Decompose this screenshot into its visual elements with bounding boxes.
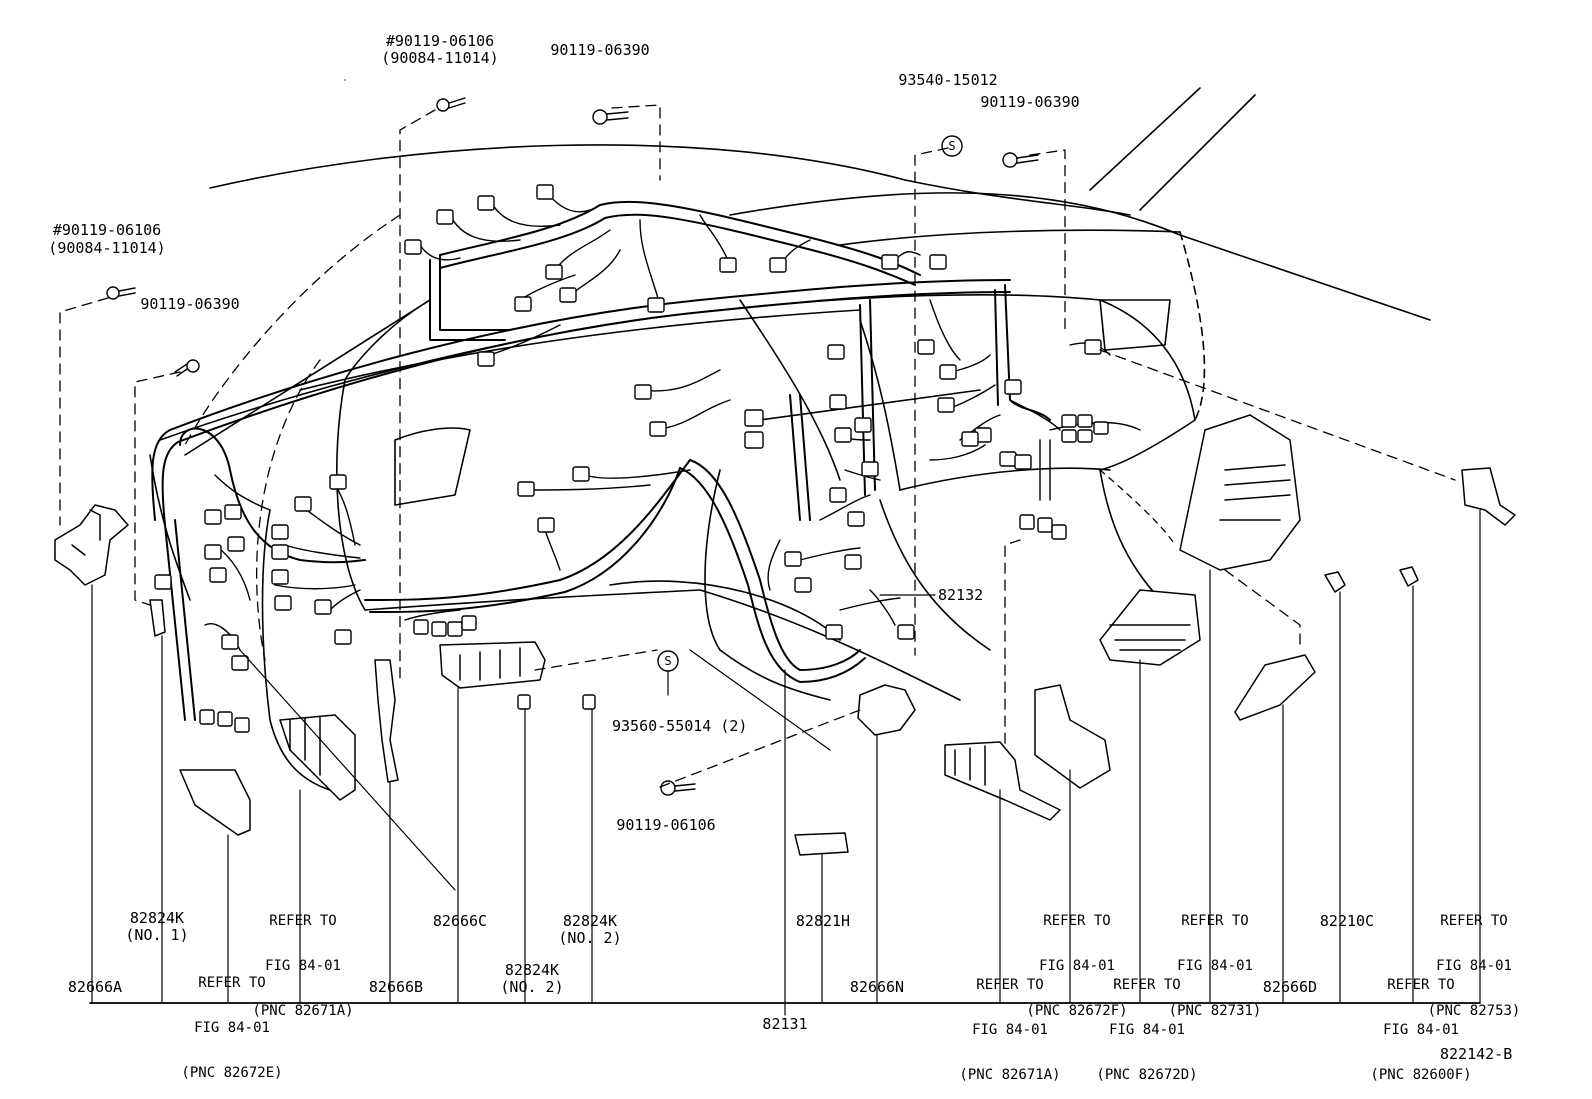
refer-82672F: REFER TO FIG 84-01 (PNC 82672F): [1026, 884, 1127, 1034]
refer-line: REFER TO: [1440, 913, 1508, 929]
clip-82600F: [1399, 566, 1419, 587]
part-82131: 82131: [762, 1015, 808, 1033]
refer-line: REFER TO: [1113, 977, 1181, 993]
part-82824K-no2b-sub: (NO. 2): [500, 978, 564, 996]
callout-clip-top-right: 93540-15012: [898, 71, 998, 89]
bracket-82672F: [1034, 684, 1111, 789]
bolts: [106, 97, 1039, 796]
bracket-82666N: [857, 684, 916, 736]
refer-line: FIG 84-01: [1109, 1022, 1185, 1038]
refer-line: FIG 84-01: [194, 1020, 270, 1036]
block-82671A-left: [279, 714, 356, 801]
dashed-leaders: [59, 79, 1456, 788]
refer-line: (PNC 82731): [1168, 1003, 1262, 1019]
callout-bolt-top-left-b: (90084-11014): [381, 49, 499, 67]
refer-line: REFER TO: [1043, 913, 1111, 929]
callout-bolt-top-left-a: #90119-06106: [385, 32, 495, 50]
refer-line: REFER TO: [976, 977, 1044, 993]
refer-line: (PNC 82753): [1427, 1003, 1521, 1019]
bracket-82666A: [54, 504, 129, 586]
callout-bolt-top-right: 90119-06390: [980, 93, 1080, 111]
callout-harness-82132: 82132: [938, 586, 984, 604]
refer-line: (PNC 82672E): [181, 1065, 283, 1081]
figure-code: 822142-B: [1440, 1045, 1513, 1063]
part-82824K-no2b: 82824K: [504, 961, 560, 979]
wire-harness-82131: [151, 200, 1051, 721]
connectors: [154, 184, 1109, 733]
bracket-82824K-no1: [149, 599, 166, 637]
refer-line: (PNC 82672D): [1096, 1067, 1198, 1083]
refer-line: (PNC 82671A): [252, 1003, 354, 1019]
symbol-s-top: S: [948, 139, 956, 153]
block-82672D: [1099, 589, 1201, 666]
part-82666A: 82666A: [67, 978, 123, 996]
refer-82600F: REFER TO FIG 84-01 (PNC 82600F): [1370, 948, 1471, 1098]
refer-line: FIG 84-01: [1177, 958, 1253, 974]
refer-line: (PNC 82600F): [1370, 1067, 1472, 1083]
callout-bolt-center: 90119-06106: [616, 816, 716, 834]
refer-line: FIG 84-01: [1039, 958, 1115, 974]
part-82666B: 82666B: [368, 978, 424, 996]
callout-bolt-left-mid: 90119-06390: [140, 295, 240, 313]
part-82666D: 82666D: [1262, 978, 1318, 996]
refer-line: FIG 84-01: [972, 1022, 1048, 1038]
refer-line: (PNC 82671A): [959, 1067, 1061, 1083]
callout-bolt-left-b: (90084-11014): [48, 239, 166, 257]
callout-bolt-top-mid: 90119-06390: [550, 41, 650, 59]
block-82672E: [179, 769, 251, 836]
refer-82671A-left: REFER TO FIG 84-01 (PNC 82671A): [252, 884, 353, 1034]
callout-bolt-left-a: #90119-06106: [52, 221, 162, 239]
block-82671A-right: [944, 741, 1061, 821]
refer-82672E: REFER TO FIG 84-01 (PNC 82672E): [181, 946, 282, 1096]
part-82824K-no2a-sub: (NO. 2): [558, 929, 622, 947]
block-82666C: [439, 641, 546, 689]
clip-82210C: [1324, 571, 1346, 593]
bracket-82666B: [374, 659, 399, 783]
refer-82672D: REFER TO FIG 84-01 (PNC 82672D): [1096, 948, 1197, 1098]
refer-line: REFER TO: [269, 913, 337, 929]
part-82824K-no1: 82824K: [129, 909, 185, 927]
part-82821H: 82821H: [795, 912, 851, 930]
part-82824K-no1-sub: (NO. 1): [125, 926, 189, 944]
bracket-82753: [1461, 467, 1516, 526]
bracket-82666D: [1234, 654, 1316, 721]
refer-82753: REFER TO FIG 84-01 (PNC 82753): [1428, 884, 1521, 1034]
refer-line: REFER TO: [1387, 977, 1455, 993]
refer-82671A-right: REFER TO FIG 84-01 (PNC 82671A): [959, 948, 1060, 1098]
brackets-and-blocks: [54, 414, 1516, 856]
refer-line: (PNC 82672F): [1026, 1003, 1128, 1019]
connector-82821H: [794, 832, 849, 856]
refer-line: FIG 84-01: [1436, 958, 1512, 974]
refer-82731: REFER TO FIG 84-01 (PNC 82731): [1169, 884, 1262, 1034]
callout-clip-center: 93560-55014 (2): [612, 717, 748, 735]
part-82210C: 82210C: [1319, 912, 1375, 930]
refer-line: REFER TO: [198, 975, 266, 991]
refer-line: FIG 84-01: [265, 958, 341, 974]
refer-line: FIG 84-01: [1383, 1022, 1459, 1038]
body-outline: [209, 87, 1431, 421]
part-82666C: 82666C: [432, 912, 488, 930]
junction-block-82731: [1179, 414, 1301, 571]
part-82824K-no2a: 82824K: [562, 912, 618, 930]
refer-line: REFER TO: [1181, 913, 1249, 929]
part-82666N: 82666N: [849, 978, 905, 996]
leader-lines: [89, 509, 1481, 1016]
symbol-s-center: S: [664, 654, 672, 668]
dashboard-outline: [149, 293, 1196, 791]
